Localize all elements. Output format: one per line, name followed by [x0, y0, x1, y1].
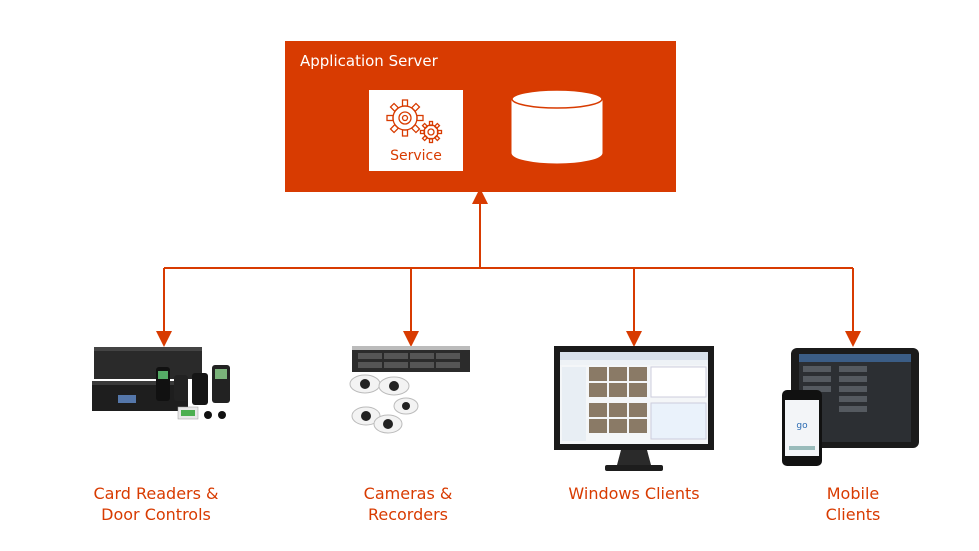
monitor-icon	[554, 346, 714, 471]
caption-mobile-clients: Mobile Clients	[803, 483, 903, 525]
svg-text:go: go	[796, 421, 808, 431]
server-title: Application Server	[300, 52, 438, 70]
caption-line: Cameras &	[363, 484, 453, 503]
caption-line: Clients	[825, 505, 881, 524]
mobile-devices-icon: go	[782, 348, 919, 466]
application-server-box: Application Server	[285, 41, 676, 192]
caption-line: Mobile	[826, 484, 880, 503]
caption-line: Door Controls	[101, 505, 211, 524]
camera-icon	[349, 346, 470, 434]
gears-icon	[386, 99, 443, 144]
caption-line: Recorders	[367, 505, 449, 524]
caption-windows-clients: Windows Clients	[550, 483, 718, 504]
service-card: Service	[369, 90, 463, 171]
service-label: Service	[390, 148, 442, 164]
card-reader-icon	[92, 347, 230, 420]
caption-cameras: Cameras & Recorders	[340, 483, 476, 525]
caption-line: Card Readers &	[93, 484, 219, 503]
caption-card-readers: Card Readers & Door Controls	[78, 483, 234, 525]
database-icon	[511, 89, 603, 164]
caption-line: Windows Clients	[568, 484, 700, 503]
